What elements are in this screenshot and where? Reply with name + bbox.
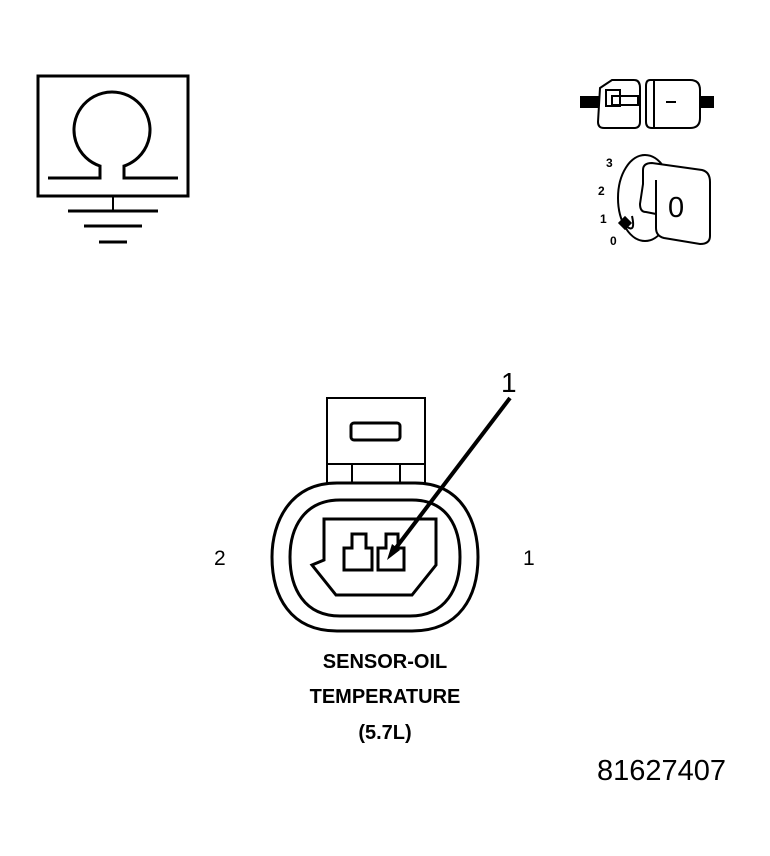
connector-title-line-2: TEMPERATURE	[309, 686, 461, 708]
connector-title-line-3: (5.7L)	[358, 722, 412, 744]
pin-label-left: 2	[214, 547, 226, 570]
callout-number: 1	[501, 367, 517, 398]
figure-id: 81627407	[597, 755, 727, 787]
omega-icon	[48, 90, 178, 180]
connector-title-line-1: SENSOR-OIL	[322, 651, 448, 673]
key-position-2: 2	[598, 184, 605, 198]
callout-arrowhead	[387, 544, 400, 560]
key-position-1: 1	[600, 212, 607, 226]
terminal-2	[342, 532, 374, 572]
callout-leader	[390, 396, 512, 555]
key-position-0: 0	[610, 234, 617, 248]
key-label: 0	[668, 192, 685, 224]
pin-label-right: 1	[523, 547, 535, 570]
tab-slot	[349, 421, 402, 442]
key-position-3: 3	[606, 156, 613, 170]
terminal-cavity	[309, 517, 438, 597]
